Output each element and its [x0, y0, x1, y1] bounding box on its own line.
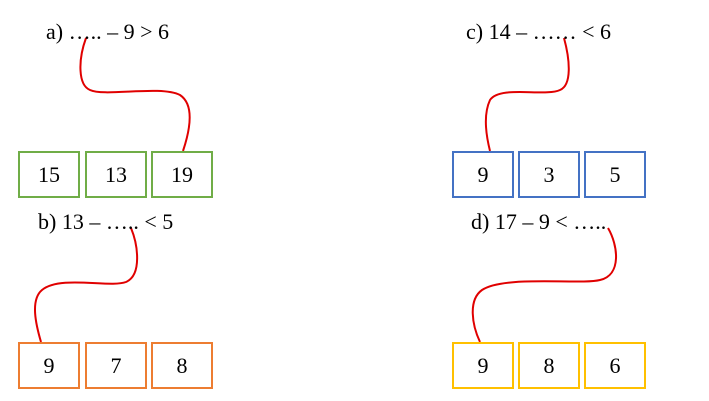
option-a-3[interactable]: 19: [151, 151, 213, 198]
connector-d: [471, 227, 618, 343]
expression-d: d) 17 – 9 < …..: [471, 209, 607, 234]
connector-c: [484, 37, 570, 152]
option-d-1[interactable]: 9: [452, 342, 514, 389]
option-c-1[interactable]: 9: [452, 151, 514, 198]
expression-a: a) ….. – 9 > 6: [46, 19, 169, 44]
option-b-1[interactable]: 9: [18, 342, 80, 389]
expression-c: c) 14 – …… < 6: [466, 19, 611, 44]
option-c-2[interactable]: 3: [518, 151, 580, 198]
connector-a: [79, 37, 191, 152]
option-a-1[interactable]: 15: [18, 151, 80, 198]
expression-b: b) 13 – ….. < 5: [38, 209, 174, 234]
option-d-3[interactable]: 6: [584, 342, 646, 389]
connector-b: [34, 227, 139, 343]
option-b-3[interactable]: 8: [151, 342, 213, 389]
option-d-2[interactable]: 8: [518, 342, 580, 389]
option-c-3[interactable]: 5: [584, 151, 646, 198]
option-b-2[interactable]: 7: [85, 342, 147, 389]
option-a-2[interactable]: 13: [85, 151, 147, 198]
